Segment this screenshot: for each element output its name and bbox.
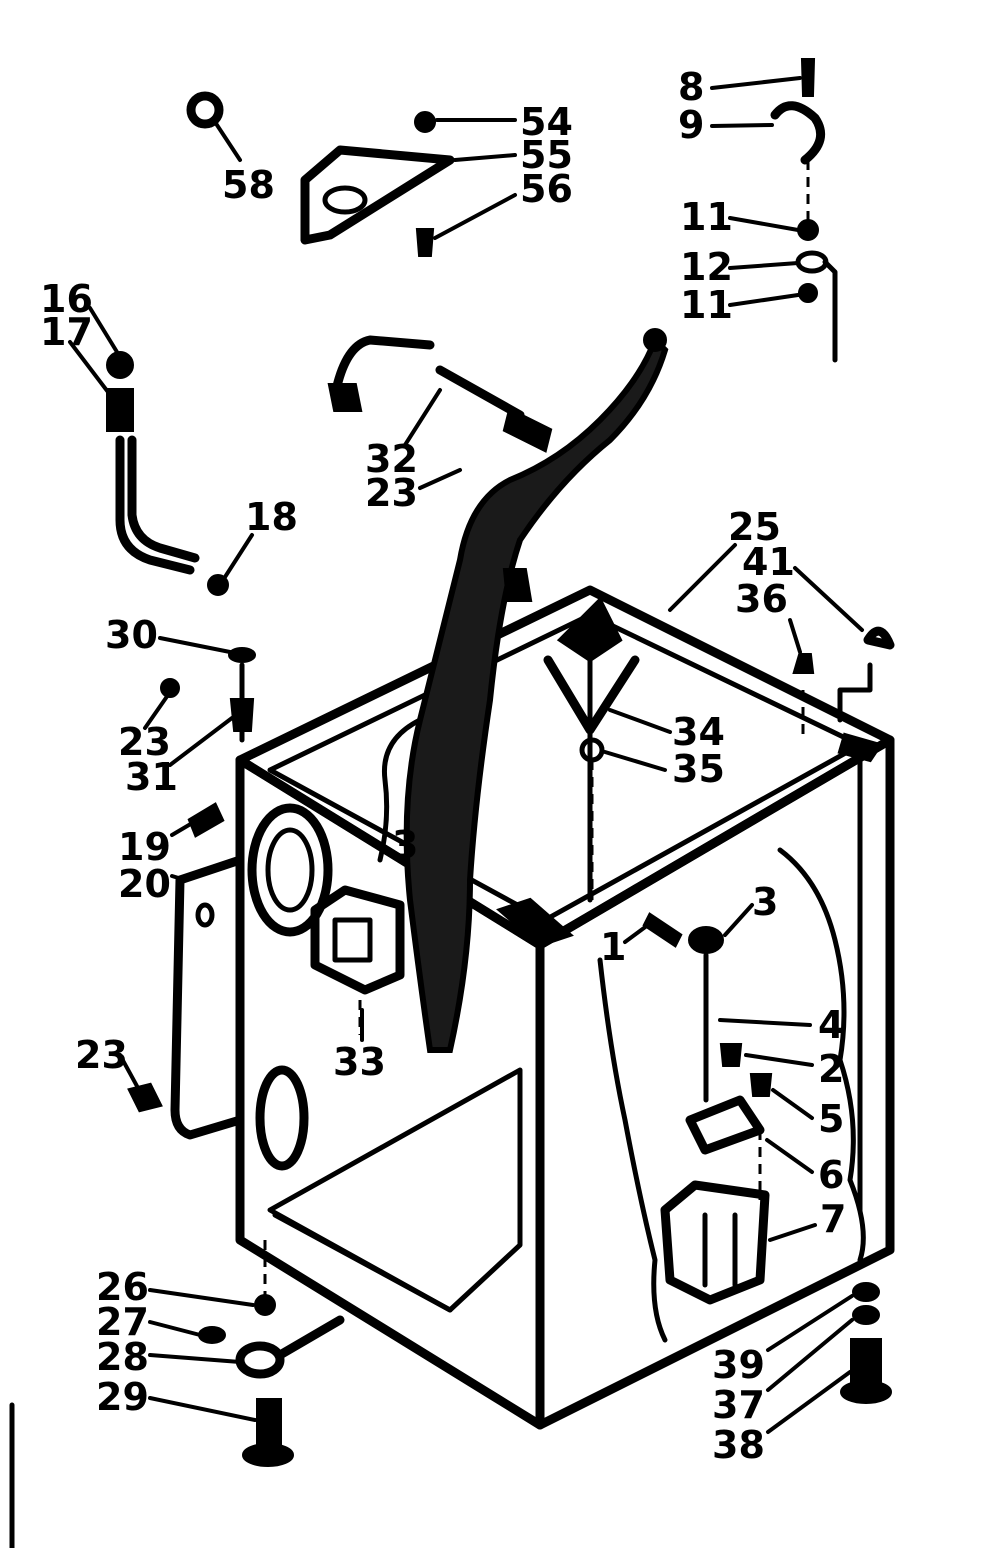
callout-28: 28 xyxy=(96,1335,149,1379)
callout-20: 20 xyxy=(118,862,171,906)
callout-29: 29 xyxy=(96,1375,149,1419)
mount-assembly xyxy=(642,912,773,1305)
callout-25: 25 xyxy=(728,505,781,549)
callout-4: 4 xyxy=(818,1003,844,1047)
clamp-assembly xyxy=(160,647,256,743)
callout-5: 5 xyxy=(818,1097,844,1141)
callout-18: 18 xyxy=(245,495,298,539)
callout-32: 32 xyxy=(365,437,418,481)
callout-58: 58 xyxy=(222,163,275,207)
callout-17: 17 xyxy=(40,310,93,354)
callout-labels: 8 9 11 12 11 54 55 56 58 16 17 18 32 23 … xyxy=(40,65,846,1467)
callout-11b: 11 xyxy=(680,283,733,327)
cabinet xyxy=(235,585,895,1430)
callout-54: 54 xyxy=(520,100,573,144)
callout-27: 27 xyxy=(96,1300,149,1344)
top-bracket xyxy=(300,111,455,257)
callout-35: 35 xyxy=(672,747,725,791)
caps-36-41 xyxy=(792,626,895,740)
callout-33: 33 xyxy=(333,1040,386,1084)
callout-23-mid: 23 xyxy=(118,720,171,764)
callout-55: 55 xyxy=(520,133,573,177)
callout-16: 16 xyxy=(40,277,93,321)
leveling-feet xyxy=(198,1240,892,1467)
side-panel xyxy=(127,802,245,1140)
tub-support xyxy=(543,655,640,900)
callout-3: 3 xyxy=(752,880,778,924)
water-hose xyxy=(327,335,553,453)
wiring-harness xyxy=(377,328,669,1053)
leader-lines xyxy=(68,76,864,1434)
callout-7: 7 xyxy=(820,1197,846,1241)
callout-37: 37 xyxy=(712,1383,765,1427)
callout-6: 6 xyxy=(818,1153,844,1197)
callout-34: 34 xyxy=(672,710,725,754)
switch-block xyxy=(310,885,405,1035)
callout-26: 26 xyxy=(96,1265,149,1309)
callout-11: 11 xyxy=(680,195,733,239)
callout-19: 19 xyxy=(118,825,171,869)
callout-39: 39 xyxy=(712,1343,765,1387)
callout-1: 1 xyxy=(600,925,626,969)
callout-31: 31 xyxy=(125,755,178,799)
callout-41: 41 xyxy=(742,540,795,584)
callout-3-harness: 3 xyxy=(392,823,418,867)
callout-30: 30 xyxy=(105,613,158,657)
callout-23-top: 23 xyxy=(365,471,418,515)
callout-36: 36 xyxy=(735,577,788,621)
pulley-assembly xyxy=(770,58,838,363)
callout-56: 56 xyxy=(520,167,573,211)
fill-hose xyxy=(106,351,229,596)
callout-9: 9 xyxy=(678,103,704,147)
callout-2: 2 xyxy=(818,1047,844,1091)
callout-38: 38 xyxy=(712,1423,765,1467)
callout-8: 8 xyxy=(678,65,704,109)
callout-12: 12 xyxy=(680,245,733,289)
ring-part-58 xyxy=(186,91,224,129)
callout-23-low: 23 xyxy=(75,1033,128,1077)
